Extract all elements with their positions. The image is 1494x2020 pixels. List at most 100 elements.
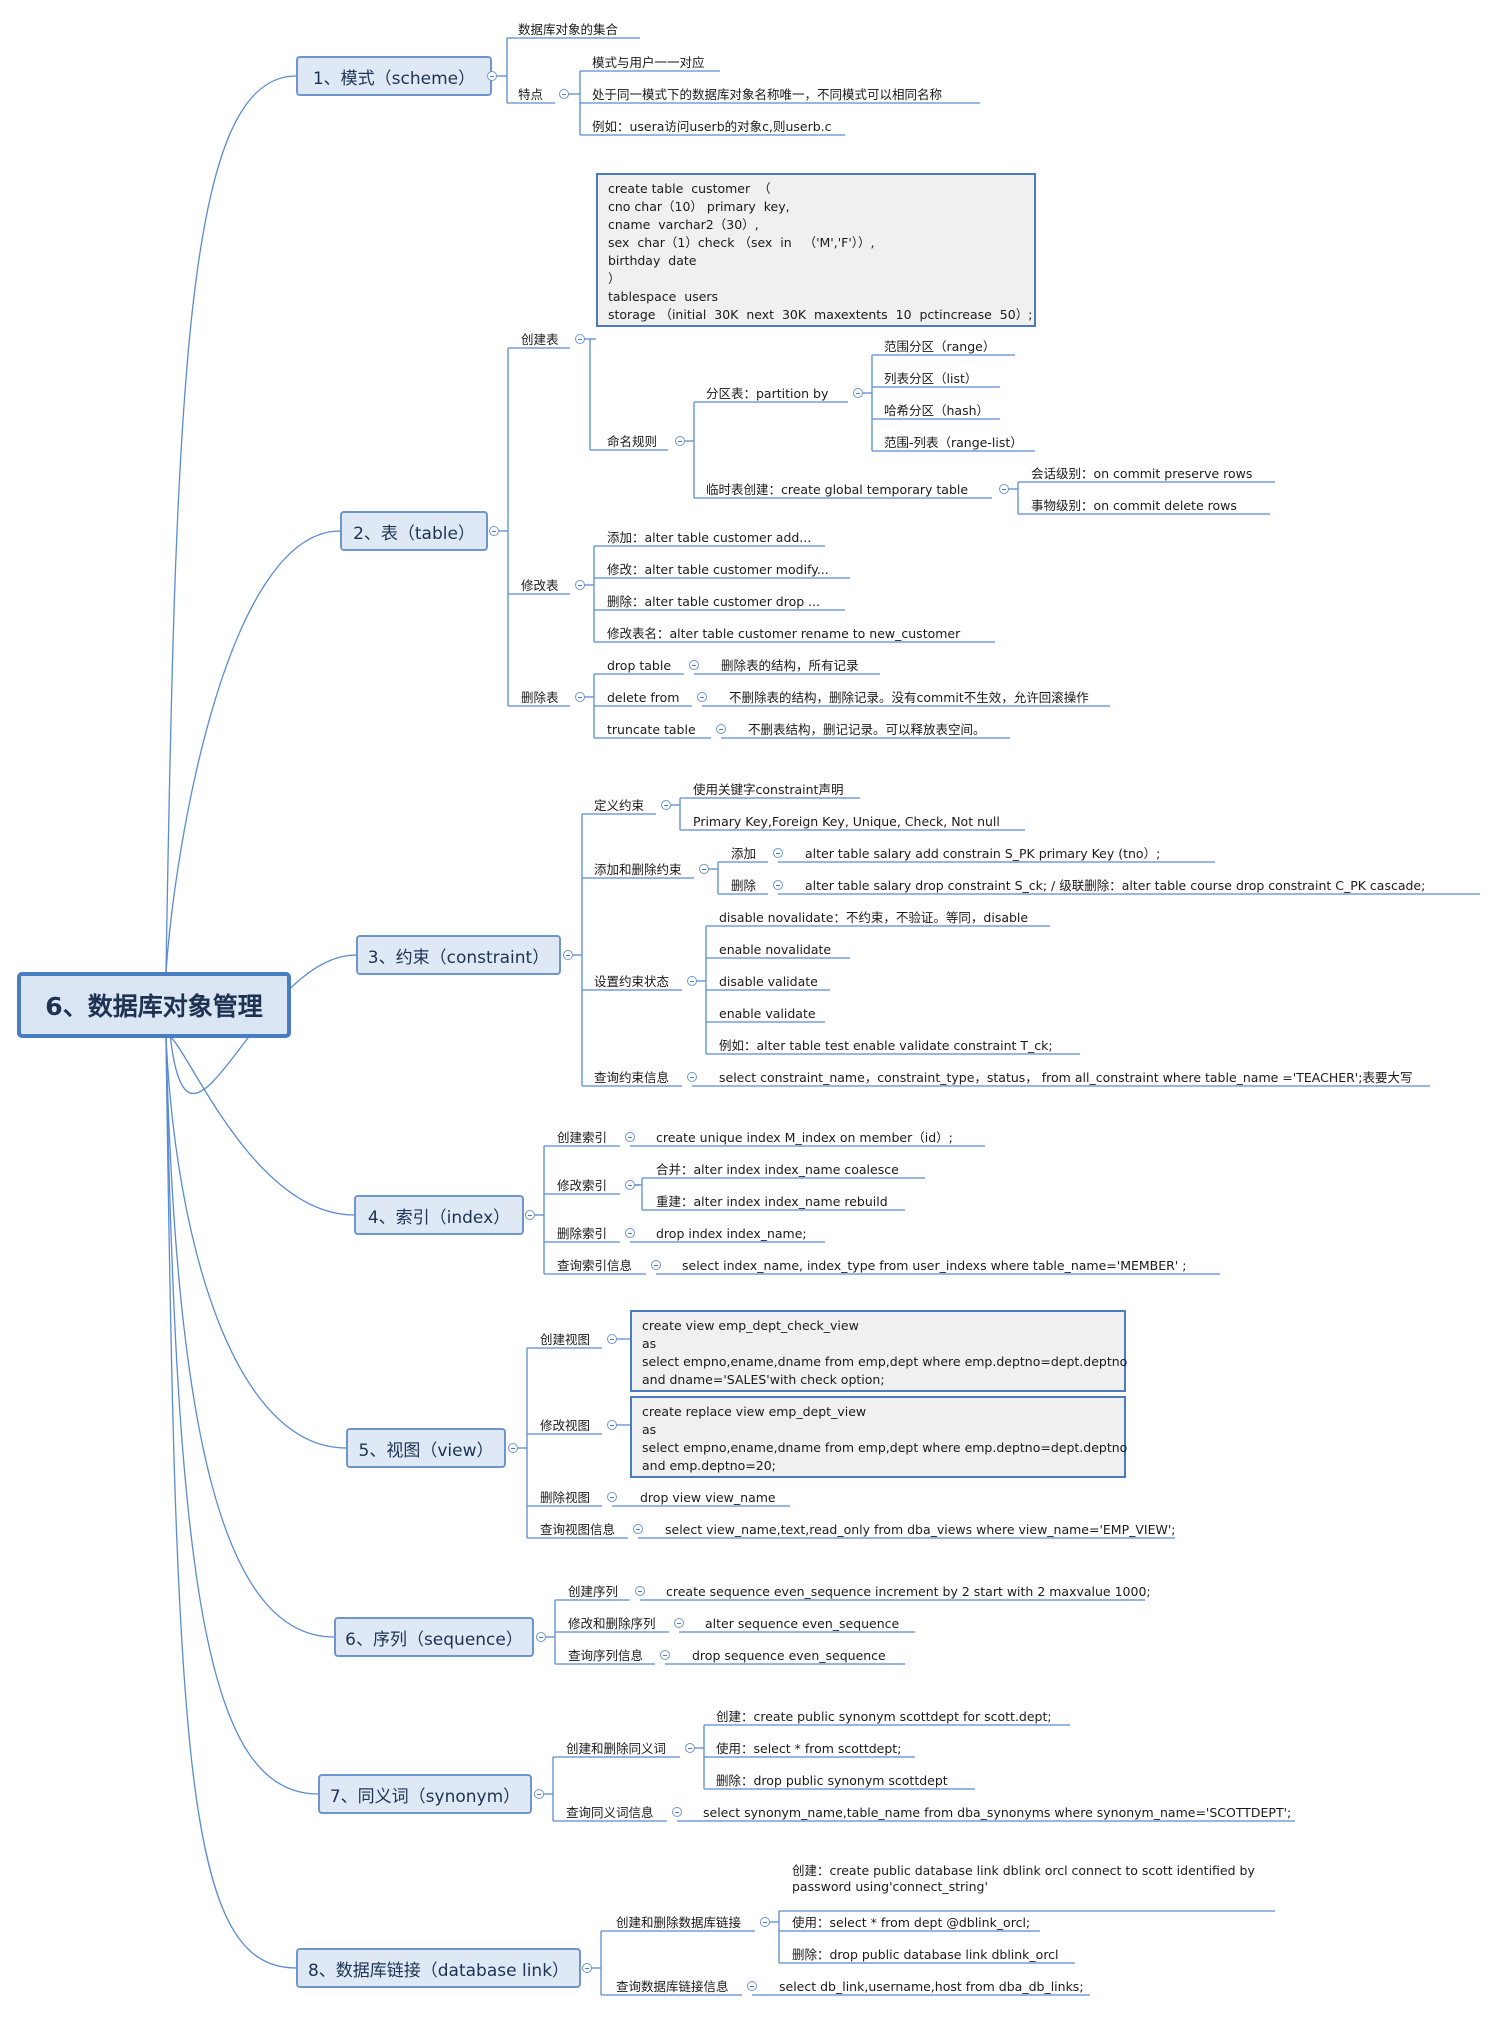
node-delete-from-desc[interactable]: 不删除表的结构，删除记录。没有commit不生效，允许回滚操作 (729, 690, 1089, 705)
collapse-icon[interactable] (716, 724, 726, 734)
collapse-icon[interactable] (773, 848, 783, 858)
node-create-sequence-sql[interactable]: create sequence even_sequence increment … (666, 1584, 1151, 1599)
node-partition-list[interactable]: 列表分区（list） (884, 371, 978, 386)
collapse-icon[interactable] (525, 1210, 535, 1220)
node-modify-index[interactable]: 修改索引 (557, 1178, 608, 1193)
node-state-enable-validate[interactable]: enable validate (719, 1006, 816, 1021)
branch-synonym[interactable]: 7、同义词（synonym） (318, 1774, 532, 1814)
node-drop-constraint[interactable]: 删除 (731, 878, 757, 893)
node-drop-synonym[interactable]: 删除：drop public synonym scottdept (716, 1773, 948, 1788)
node-index-rebuild[interactable]: 重建：alter index index_name rebuild (656, 1194, 888, 1209)
node-partition-range-list[interactable]: 范围-列表（range-list） (884, 435, 1023, 450)
branch-index[interactable]: 4、索引（index） (354, 1195, 524, 1235)
node-create-index-sql[interactable]: create unique index M_index on member（id… (656, 1130, 953, 1145)
collapse-icon[interactable] (651, 1260, 661, 1270)
node-temp-session[interactable]: 会话级别：on commit preserve rows (1031, 466, 1253, 481)
collapse-icon[interactable] (697, 692, 707, 702)
node-scheme-feature-3[interactable]: 例如：usera访问userb的对象c,则userb.c (592, 119, 832, 134)
node-delete-table[interactable]: 删除表 (521, 690, 559, 705)
branch-scheme[interactable]: 1、模式（scheme） (296, 56, 492, 96)
node-scheme-feature-1[interactable]: 模式与用户一一对应 (592, 55, 705, 70)
branch-constraint[interactable]: 3、约束（constraint） (356, 935, 561, 975)
collapse-icon[interactable] (487, 71, 497, 81)
node-constraint-types[interactable]: Primary Key,Foreign Key, Unique, Check, … (693, 814, 1000, 829)
node-query-index-sql[interactable]: select index_name, index_type from user_… (682, 1258, 1187, 1273)
node-create-sequence[interactable]: 创建序列 (568, 1584, 619, 1599)
collapse-icon[interactable] (625, 1228, 635, 1238)
node-create-dblink[interactable]: 创建：create public database link dblink or… (792, 1863, 1255, 1894)
node-query-index[interactable]: 查询索引信息 (557, 1258, 633, 1273)
node-scheme-def[interactable]: 数据库对象的集合 (518, 22, 619, 37)
collapse-icon[interactable] (999, 484, 1009, 494)
node-delete-view-sql[interactable]: drop view view_name (640, 1490, 776, 1505)
node-use-dblink[interactable]: 使用：select * from dept @dblink_orcl; (792, 1915, 1031, 1930)
root-topic[interactable]: 6、数据库对象管理 (17, 972, 291, 1038)
node-create-drop-synonym[interactable]: 创建和删除同义词 (566, 1741, 667, 1756)
node-delete-from[interactable]: delete from (607, 690, 680, 705)
node-state-enable-novalidate[interactable]: enable novalidate (719, 942, 832, 957)
collapse-icon[interactable] (674, 1618, 684, 1628)
collapse-icon[interactable] (625, 1180, 635, 1190)
node-drop-constraint-sql[interactable]: alter table salary drop constraint S_ck;… (805, 878, 1426, 893)
collapse-icon[interactable] (607, 1334, 617, 1344)
collapse-icon[interactable] (773, 880, 783, 890)
node-drop-table[interactable]: drop table (607, 658, 672, 673)
collapse-icon[interactable] (563, 950, 573, 960)
collapse-icon[interactable] (675, 436, 685, 446)
collapse-icon[interactable] (685, 1743, 695, 1753)
node-create-drop-dblink[interactable]: 创建和删除数据库链接 (616, 1915, 742, 1930)
branch-sequence[interactable]: 6、序列（sequence） (334, 1617, 534, 1657)
collapse-icon[interactable] (633, 1524, 643, 1534)
node-add-constraint-sql[interactable]: alter table salary add constrain S_PK pr… (805, 846, 1161, 861)
node-query-view-sql[interactable]: select view_name,text,read_only from dba… (665, 1522, 1176, 1537)
branch-view[interactable]: 5、视图（view） (346, 1428, 506, 1468)
node-delete-index[interactable]: 删除索引 (557, 1226, 608, 1241)
collapse-icon[interactable] (687, 976, 697, 986)
collapse-icon[interactable] (607, 1420, 617, 1430)
branch-table[interactable]: 2、表（table） (340, 511, 488, 551)
node-partition-range[interactable]: 范围分区（range） (884, 339, 996, 354)
node-truncate-table[interactable]: truncate table (607, 722, 696, 737)
collapse-icon[interactable] (489, 526, 499, 536)
collapse-icon[interactable] (625, 1132, 635, 1142)
node-temp-table[interactable]: 临时表创建：create global temporary table (706, 482, 969, 497)
node-define-constraint[interactable]: 定义约束 (594, 798, 645, 813)
node-query-synonym-sql[interactable]: select synonym_name,table_name from dba_… (703, 1805, 1292, 1820)
node-modify-table[interactable]: 修改表 (521, 578, 559, 593)
node-modify-rename[interactable]: 修改表名：alter table customer rename to new_… (607, 626, 961, 641)
branch-database-link[interactable]: 8、数据库链接（database link） (296, 1948, 581, 1988)
node-query-constraint[interactable]: 查询约束信息 (594, 1070, 670, 1085)
node-drop-dblink[interactable]: 删除：drop public database link dblink_orcl (792, 1947, 1059, 1962)
collapse-icon[interactable] (575, 334, 585, 344)
collapse-icon[interactable] (661, 800, 671, 810)
collapse-icon[interactable] (508, 1443, 518, 1453)
node-modify-add[interactable]: 添加：alter table customer add... (607, 530, 812, 545)
node-create-index[interactable]: 创建索引 (557, 1130, 608, 1145)
node-delete-view[interactable]: 删除视图 (540, 1490, 591, 1505)
collapse-icon[interactable] (575, 580, 585, 590)
node-query-view[interactable]: 查询视图信息 (540, 1522, 616, 1537)
node-modify-drop[interactable]: 删除：alter table customer drop ... (607, 594, 821, 609)
node-truncate-desc[interactable]: 不删表结构，删记记录。可以释放表空间。 (748, 722, 986, 737)
node-temp-transaction[interactable]: 事物级别：on commit delete rows (1031, 498, 1237, 513)
node-scheme-feature-2[interactable]: 处于同一模式下的数据库对象名称唯一，不同模式可以相同名称 (592, 87, 943, 102)
node-create-table[interactable]: 创建表 (521, 332, 559, 347)
node-query-sequence-sql[interactable]: drop sequence even_sequence (692, 1648, 886, 1663)
collapse-icon[interactable] (536, 1632, 546, 1642)
node-use-synonym[interactable]: 使用：select * from scottdept; (716, 1741, 902, 1756)
node-state-disable-validate[interactable]: disable validate (719, 974, 818, 989)
node-state-disable-novalidate[interactable]: disable novalidate：不约束，不验证。等同，disable (719, 910, 1029, 925)
node-delete-index-sql[interactable]: drop index index_name; (656, 1226, 807, 1241)
node-partition-hash[interactable]: 哈希分区（hash） (884, 403, 990, 418)
node-modify-sequence[interactable]: 修改和删除序列 (568, 1616, 656, 1631)
node-naming-rules[interactable]: 命名规则 (607, 434, 658, 449)
node-query-sequence[interactable]: 查询序列信息 (568, 1648, 644, 1663)
node-constraint-state[interactable]: 设置约束状态 (594, 974, 670, 989)
node-create-synonym[interactable]: 创建：create public synonym scottdept for s… (716, 1709, 1052, 1724)
node-scheme-feature[interactable]: 特点 (518, 87, 544, 102)
node-query-dblink[interactable]: 查询数据库链接信息 (616, 1979, 729, 1994)
collapse-icon[interactable] (853, 388, 863, 398)
collapse-icon[interactable] (760, 1917, 770, 1927)
node-add-drop-constraint[interactable]: 添加和删除约束 (594, 862, 682, 877)
collapse-icon[interactable] (575, 692, 585, 702)
